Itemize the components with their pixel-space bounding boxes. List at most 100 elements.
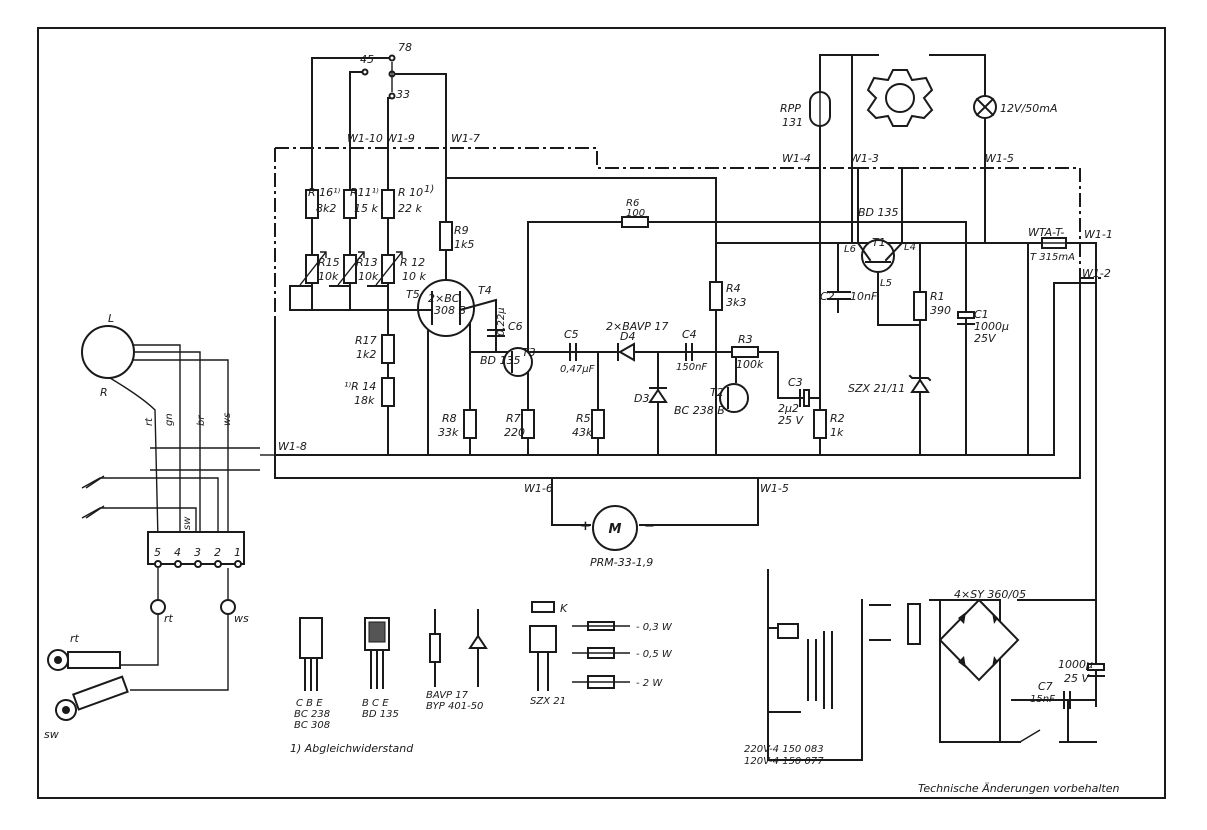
legend-zener-szx21 — [529, 601, 557, 691]
svg-text:131: 131 — [782, 116, 803, 129]
label-t2: T2 — [710, 386, 724, 399]
capacitor-c5 — [569, 343, 577, 361]
label-trafo-220: 220V-4 150 083 — [744, 744, 824, 755]
resistor-r5 — [591, 409, 605, 439]
legend-watt-03: - 0,3 W — [636, 622, 673, 633]
switch-1-icon — [85, 475, 105, 489]
label-r4: R4 — [726, 282, 741, 295]
svg-text:18k: 18k — [354, 394, 375, 407]
pin-1: 1 — [234, 546, 241, 559]
label-lamp: 12V/50mA — [1000, 102, 1057, 115]
label-t5: T5 — [406, 288, 420, 301]
label-plug-sw: sw — [44, 728, 59, 741]
label-r9: R9 — [454, 224, 469, 237]
label-l4: L4 — [904, 242, 916, 253]
plug-sw-icon — [55, 675, 129, 721]
jack-ws-icon — [220, 599, 236, 615]
diode-d3 — [648, 387, 668, 403]
label-t2-type: BC 238 B — [674, 404, 725, 417]
terminal-w1-6: W1-6 — [524, 482, 553, 495]
svg-text:15nF: 15nF — [1030, 694, 1055, 705]
change-notice: Technische Änderungen vorbehalten — [918, 782, 1119, 795]
label-d4: D4 — [620, 330, 635, 343]
label-bulk-cap: 1000µ — [1058, 658, 1093, 671]
svg-text:25 V: 25 V — [778, 414, 804, 427]
label-r17: R17 — [355, 334, 377, 347]
label-r10: R 10 — [398, 186, 423, 199]
label-r3: R3 — [738, 333, 753, 346]
svg-text:T 315mA: T 315mA — [1030, 252, 1075, 263]
svg-text:25V: 25V — [974, 332, 997, 345]
pin-2: 2 — [214, 546, 221, 559]
label-motor-type: PRM-33-1,9 — [590, 556, 653, 569]
label-c1: C1 — [974, 308, 989, 321]
capacitor-c3 — [799, 389, 810, 407]
zener-szx — [908, 374, 932, 393]
legend-watt-2: - 2 W — [636, 678, 663, 689]
resistor-r16 — [305, 189, 319, 219]
switch-2-icon — [85, 505, 105, 519]
svg-text:150nF: 150nF — [676, 362, 707, 373]
resistor-r6 — [621, 216, 649, 228]
label-c4: C4 — [682, 328, 697, 341]
label-wire-rt: rt — [144, 417, 155, 426]
resistor-r10 — [381, 189, 395, 219]
resistor-r1 — [913, 291, 927, 321]
svg-text:10 k: 10 k — [402, 270, 426, 283]
label-jack-ws: ws — [234, 612, 249, 625]
resistor-r14 — [381, 377, 395, 407]
label-r1: R1 — [930, 290, 945, 303]
connector-block — [147, 531, 245, 568]
terminal-w1-3: W1-3 — [850, 152, 879, 165]
capacitor-bulk — [1087, 663, 1105, 677]
svg-text:25 V: 25 V — [1064, 672, 1090, 685]
rpp-sensor — [809, 91, 831, 127]
terminal-33: 33 — [396, 88, 410, 101]
label-r11: R11¹⁾ — [350, 186, 379, 199]
label-wire-ws: ws — [222, 413, 233, 426]
legend-pkg1-pins: C B E — [296, 698, 323, 709]
transformer-icon — [777, 603, 921, 709]
label-c7: C7 — [1038, 680, 1053, 693]
strobe-disc-icon — [866, 69, 934, 127]
pickup-cartridge-icon — [81, 325, 135, 379]
resistor-r11 — [343, 189, 357, 219]
label-rpp: RPP — [780, 102, 801, 115]
svg-text:10k: 10k — [318, 270, 339, 283]
legend-diode-byp — [468, 609, 488, 687]
label-r12: R 12 — [400, 256, 425, 269]
label-r2: R2 — [830, 412, 845, 425]
label-plug-rt: rt — [70, 632, 80, 645]
label-r13: R13 — [356, 256, 378, 269]
label-wire-sw: sw — [182, 516, 193, 530]
label-l5: L5 — [880, 278, 892, 289]
svg-text:C6: C6 — [508, 320, 523, 333]
svg-text:100: 100 — [626, 208, 645, 219]
terminal-labels: 78 45 33 W1-10 W1-9 W1-7 W1-4 W1-3 W1-5 … — [278, 41, 1113, 495]
svg-text:BYP 401-50: BYP 401-50 — [426, 701, 483, 712]
svg-text:BC 308: BC 308 — [294, 720, 330, 731]
svg-text:22 k: 22 k — [398, 202, 422, 215]
label-t1: T1 — [872, 236, 886, 249]
resistor-r2 — [813, 409, 827, 439]
motor-icon: M — [592, 505, 638, 551]
label-wire-br: br — [196, 415, 207, 426]
svg-text:1000µ: 1000µ — [974, 320, 1009, 333]
resistor-r7 — [521, 409, 535, 439]
resistor-r8 — [463, 409, 477, 439]
plug-rt-icon — [47, 649, 121, 671]
component-labels: R 16¹⁾ 8k2 R11¹⁾ 15 k R 10 22 k 1) R15 1… — [44, 102, 1119, 795]
legend-watt-05: - 0,5 W — [636, 649, 673, 660]
fuse-icon — [1041, 237, 1067, 249]
resistor-r17 — [381, 334, 395, 364]
transistor-t2 — [719, 383, 749, 413]
legend-diode-types: BAVP 17 — [426, 690, 469, 701]
label-t3-type: BD 135 — [480, 354, 521, 367]
label-pickup-r: R — [100, 386, 108, 399]
label-r14: ¹⁾R 14 — [344, 380, 376, 393]
svg-text:43k: 43k — [572, 426, 593, 439]
svg-text:1k2: 1k2 — [356, 348, 376, 361]
label-bridge: 4×SY 360/05 — [954, 588, 1026, 601]
diode-d4 — [617, 342, 635, 362]
label-pickup-l: L — [108, 312, 114, 325]
